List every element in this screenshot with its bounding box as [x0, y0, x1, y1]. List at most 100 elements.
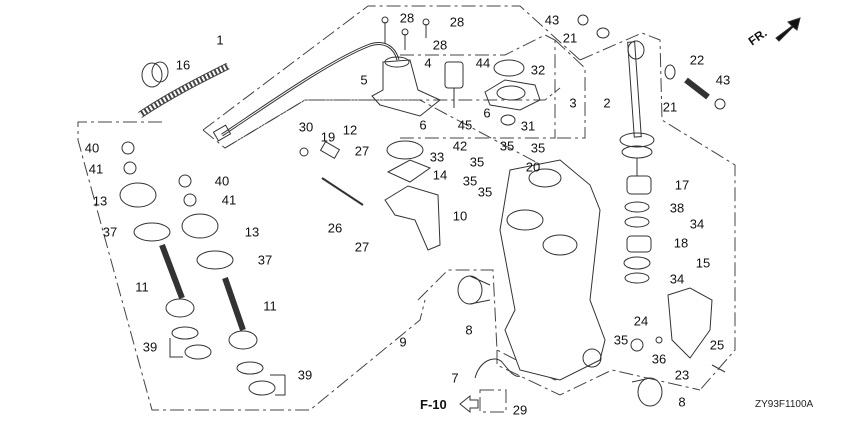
callout-14[interactable]: 14 — [432, 167, 448, 183]
o-ring-32 — [493, 59, 525, 77]
boundary-upper-group — [202, 5, 581, 131]
callout-35[interactable]: 35 — [613, 332, 629, 348]
callout-20[interactable]: 20 — [525, 159, 541, 175]
trim-housing — [499, 159, 606, 381]
callout-39[interactable]: 39 — [142, 339, 158, 355]
callout-21[interactable]: 21 — [562, 30, 578, 46]
boundary-inner-2 — [554, 39, 586, 139]
callout-34[interactable]: 34 — [669, 271, 685, 287]
callout-1[interactable]: 1 — [216, 32, 224, 48]
callout-43[interactable]: 43 — [715, 72, 731, 88]
callout-2[interactable]: 2 — [603, 95, 611, 111]
callout-37[interactable]: 37 — [257, 252, 273, 268]
ring-39b — [236, 361, 264, 375]
callout-43[interactable]: 43 — [544, 12, 560, 28]
o-ring-38 — [624, 201, 650, 213]
callout-11[interactable]: 11 — [135, 279, 149, 295]
callout-7[interactable]: 7 — [451, 370, 459, 386]
callout-32[interactable]: 32 — [530, 62, 546, 78]
callout-33[interactable]: 33 — [429, 149, 445, 165]
callout-27[interactable]: 27 — [354, 239, 370, 255]
ref-arrow-icon — [459, 394, 479, 414]
bolts-28 — [381, 16, 430, 50]
nut-43 — [577, 14, 589, 26]
ring-39a — [171, 326, 199, 340]
boundary-bottom — [496, 350, 701, 396]
boundary-inner-3 — [400, 34, 556, 139]
callout-29[interactable]: 29 — [512, 402, 528, 418]
callout-8[interactable]: 8 — [678, 394, 686, 410]
callout-23[interactable]: 23 — [674, 367, 690, 383]
callout-25[interactable]: 25 — [709, 337, 725, 353]
callout-16[interactable]: 16 — [175, 57, 191, 73]
callout-45[interactable]: 45 — [457, 117, 473, 133]
pump-cover — [484, 79, 541, 111]
callout-28[interactable]: 28 — [449, 14, 465, 30]
drawing-code: ZY93F1100A — [755, 399, 814, 410]
callout-13[interactable]: 13 — [92, 193, 108, 209]
bushing-21 — [596, 27, 610, 39]
callout-10[interactable]: 10 — [452, 208, 468, 224]
filter-14 — [386, 159, 432, 183]
washer-36 — [655, 336, 663, 344]
cap-40b — [178, 174, 192, 188]
callout-35[interactable]: 35 — [469, 154, 485, 170]
callout-6[interactable]: 6 — [483, 105, 491, 121]
callout-41[interactable]: 41 — [88, 161, 104, 177]
rod-11b — [222, 277, 246, 331]
callout-8[interactable]: 8 — [465, 322, 473, 338]
callout-11[interactable]: 11 — [263, 298, 277, 314]
reference-label[interactable]: F-10 — [420, 397, 447, 412]
callout-39[interactable]: 39 — [297, 367, 313, 383]
callout-26[interactable]: 26 — [327, 220, 343, 236]
callout-22[interactable]: 22 — [689, 52, 705, 68]
callout-38[interactable]: 38 — [669, 200, 685, 216]
o-ring-37a — [133, 222, 171, 242]
callout-21[interactable]: 21 — [662, 99, 678, 115]
callout-4[interactable]: 4 — [424, 55, 432, 71]
rod-11a — [159, 243, 185, 300]
pump-body-10 — [384, 185, 441, 251]
callout-3[interactable]: 3 — [569, 95, 577, 111]
callout-40[interactable]: 40 — [214, 173, 230, 189]
boundary-bushing — [417, 269, 591, 381]
callout-35[interactable]: 35 — [462, 173, 478, 189]
callout-42[interactable]: 42 — [452, 138, 468, 154]
callout-44[interactable]: 44 — [475, 55, 491, 71]
callout-35[interactable]: 35 — [477, 184, 493, 200]
boundary-left-group — [77, 121, 426, 411]
callout-27[interactable]: 27 — [354, 143, 370, 159]
callout-40[interactable]: 40 — [84, 140, 100, 156]
callout-30[interactable]: 30 — [298, 119, 314, 135]
callout-6[interactable]: 6 — [419, 117, 427, 133]
callout-35[interactable]: 35 — [499, 138, 515, 154]
callout-41[interactable]: 41 — [221, 192, 237, 208]
callout-31[interactable]: 31 — [520, 118, 536, 134]
seal-18 — [626, 235, 652, 253]
callout-13[interactable]: 13 — [244, 224, 260, 240]
callout-36[interactable]: 36 — [651, 351, 667, 367]
callout-15[interactable]: 15 — [695, 255, 711, 271]
callout-18[interactable]: 18 — [673, 235, 689, 251]
o-ring-33 — [386, 140, 424, 160]
callout-24[interactable]: 24 — [633, 313, 649, 329]
nut-24 — [630, 338, 644, 352]
o-ring-34a — [624, 216, 650, 228]
callout-19[interactable]: 19 — [320, 129, 336, 145]
ground-cable-7 — [474, 358, 521, 379]
callout-12[interactable]: 12 — [342, 122, 358, 138]
callout-35[interactable]: 35 — [530, 140, 546, 156]
callout-28[interactable]: 28 — [399, 10, 415, 26]
callout-9[interactable]: 9 — [399, 334, 407, 350]
cap-41a — [123, 161, 137, 175]
cap-40a — [121, 141, 135, 155]
callout-28[interactable]: 28 — [432, 37, 448, 53]
callout-5[interactable]: 5 — [360, 72, 368, 88]
callout-17[interactable]: 17 — [674, 177, 690, 193]
callout-37[interactable]: 37 — [102, 224, 118, 240]
callout-34[interactable]: 34 — [689, 216, 705, 232]
bushing-8b — [637, 377, 663, 407]
cover-23 — [667, 287, 713, 359]
